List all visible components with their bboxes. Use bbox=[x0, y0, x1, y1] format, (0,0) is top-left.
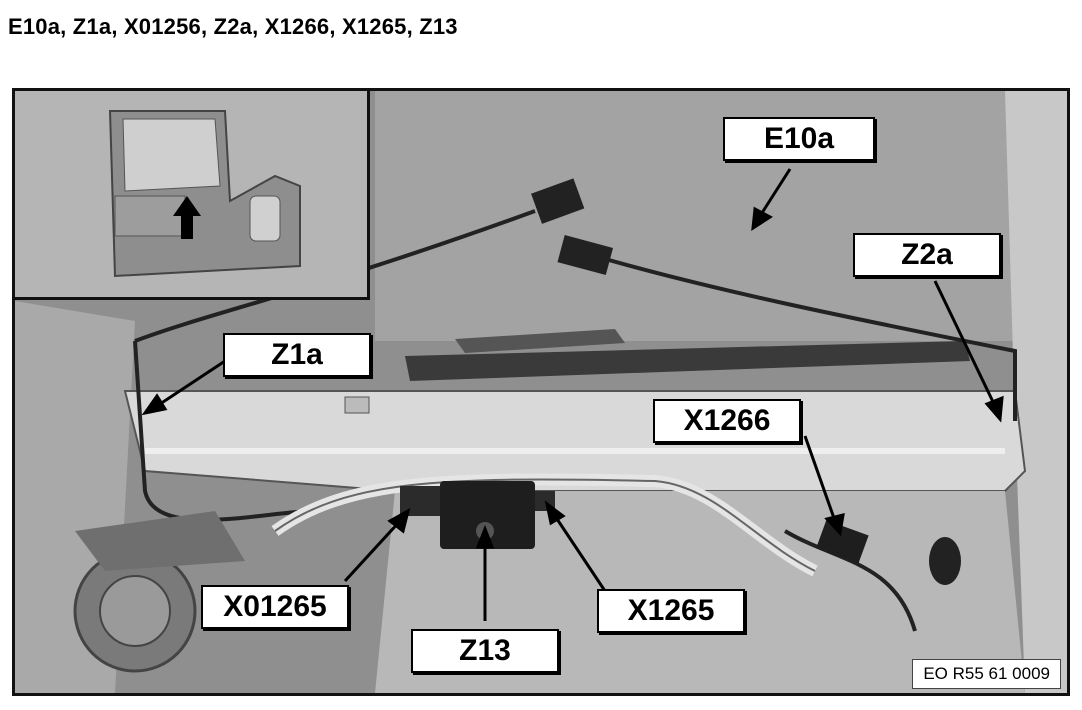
reference-code: EO R55 61 0009 bbox=[912, 659, 1061, 689]
tailgate-overview-illustration bbox=[15, 91, 367, 297]
label-e10a: E10a bbox=[723, 117, 875, 161]
label-z1a: Z1a bbox=[223, 333, 371, 377]
label-x1266: X1266 bbox=[653, 399, 801, 443]
label-x01265: X01265 bbox=[201, 585, 349, 629]
label-z13: Z13 bbox=[411, 629, 559, 673]
up-arrow-icon bbox=[173, 196, 201, 239]
component-location-diagram: E10a Z2a Z1a X1266 X01265 X1265 Z13 EO R… bbox=[12, 88, 1070, 696]
label-x1265: X1265 bbox=[597, 589, 745, 633]
label-z2a: Z2a bbox=[853, 233, 1001, 277]
detail-inset bbox=[15, 91, 370, 300]
page-title: E10a, Z1a, X01256, Z2a, X1266, X1265, Z1… bbox=[8, 14, 458, 39]
